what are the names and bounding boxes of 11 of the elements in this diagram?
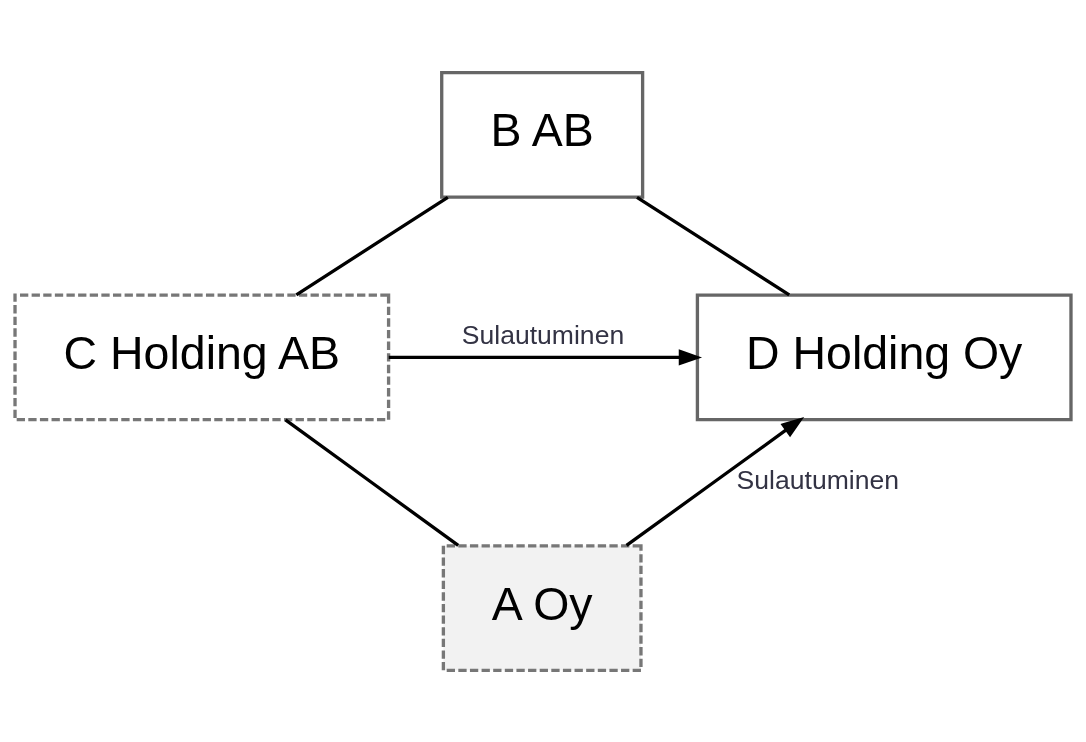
node-box: C Holding AB <box>13 292 391 421</box>
node-box: A Oy <box>441 543 643 672</box>
edge-label: Sulautuminen <box>736 464 899 495</box>
arrow <box>625 416 805 547</box>
arrow <box>388 348 703 366</box>
connector <box>636 195 791 296</box>
connector <box>295 195 449 296</box>
node-box: B AB <box>440 70 645 199</box>
connector <box>284 418 460 547</box>
node-box: D Holding Oy <box>695 292 1073 421</box>
edge-label: Sulautuminen <box>461 319 625 350</box>
